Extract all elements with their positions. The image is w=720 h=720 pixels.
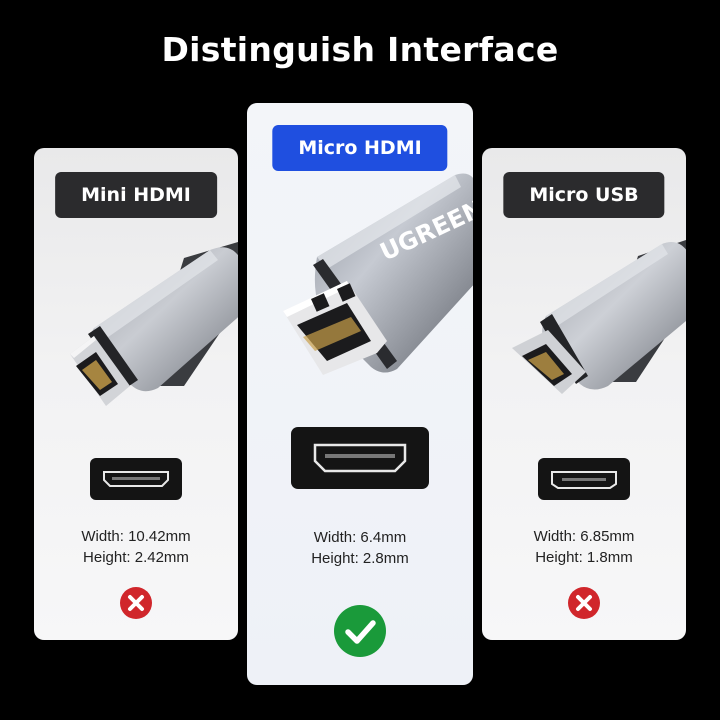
mini-hdmi-dimensions: Width: 10.42mm Height: 2.42mm (34, 526, 238, 568)
micro-hdmi-width: Width: 6.4mm (313, 529, 407, 546)
micro-hdmi-height: Height: 2.8mm (311, 550, 409, 567)
option-label-micro-hdmi: Micro HDMI (272, 125, 448, 171)
cross-circle-icon (568, 587, 600, 619)
check-circle-icon (334, 605, 386, 657)
micro-usb-dimensions: Width: 6.85mm Height: 1.8mm (482, 526, 686, 568)
micro-usb-port-icon (538, 458, 630, 500)
cross-circle-icon (120, 587, 152, 619)
micro-usb-plug-image (512, 240, 686, 394)
micro-hdmi-port-icon (291, 427, 429, 489)
page-title: Distinguish Interface (161, 30, 559, 69)
option-label-mini-hdmi: Mini HDMI (55, 172, 217, 218)
micro-hdmi-dimensions: Width: 6.4mm Height: 2.8mm (247, 527, 473, 569)
mini-hdmi-height: Height: 2.42mm (83, 549, 189, 566)
option-card-mini-hdmi: Mini HDMI Width: 10.42mm Height: 2.42mm (34, 148, 238, 640)
mini-hdmi-port-icon (90, 458, 182, 500)
option-label-micro-usb: Micro USB (503, 172, 665, 218)
micro-usb-width: Width: 6.85mm (533, 528, 635, 545)
mini-hdmi-plug-image (70, 242, 238, 406)
micro-hdmi-plug-image: UGREEN (283, 173, 473, 375)
option-card-micro-hdmi: Micro HDMI UGREEN Width: 6.4mm Height: 2… (247, 103, 473, 685)
mini-hdmi-width: Width: 10.42mm (81, 528, 191, 545)
option-card-micro-usb: Micro USB Width: 6.85mm Height: 1.8mm (482, 148, 686, 640)
micro-usb-height: Height: 1.8mm (535, 549, 633, 566)
